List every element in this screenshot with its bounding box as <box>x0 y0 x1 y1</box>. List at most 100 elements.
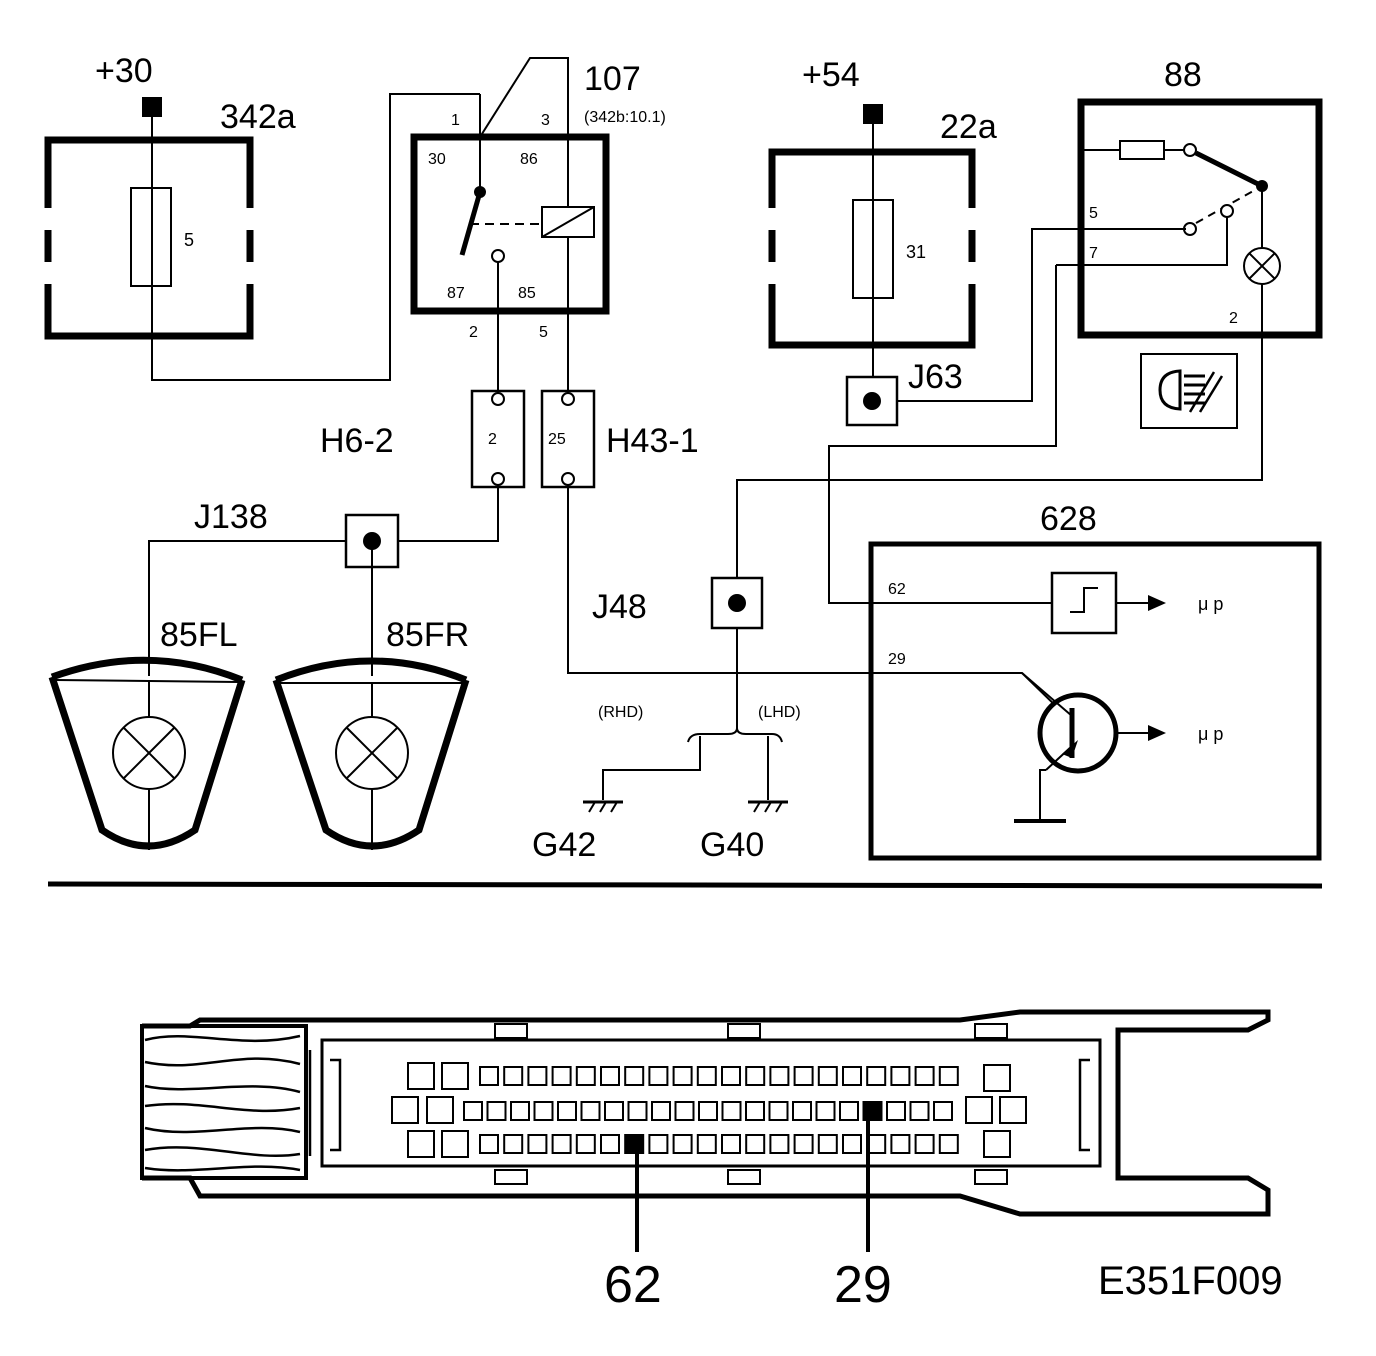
ecu-628: 628 62 29 μ p μ p <box>868 500 1322 861</box>
connector-pin <box>938 1134 959 1154</box>
connector-pin <box>721 1134 741 1154</box>
connector-pin <box>817 1066 838 1086</box>
connector-pin <box>698 1101 718 1121</box>
connector-pin <box>575 1134 596 1154</box>
connector-pin <box>426 1096 454 1124</box>
connector-pin <box>580 1101 601 1121</box>
terminal-54-label: +54 <box>802 56 860 94</box>
fuse-342a: +30 342a 5 <box>44 52 296 340</box>
relay-pin-86: 86 <box>520 151 538 168</box>
connector-h43-1-label: H43-1 <box>606 422 699 460</box>
connector-pin <box>938 1066 959 1086</box>
junction-j48: J48 <box>592 576 764 630</box>
relay-pin-5: 5 <box>539 324 548 341</box>
connector-pin <box>672 1134 693 1154</box>
figure-code: E351F009 <box>1098 1259 1283 1303</box>
connector-pin <box>745 1134 766 1154</box>
fuse-342a-number: 5 <box>184 230 194 250</box>
connector-pin <box>768 1101 789 1121</box>
connector-pin <box>674 1101 695 1121</box>
relay-107: 107 (342b:10.1) 1 3 30 86 87 85 2 5 <box>410 57 666 341</box>
fuse-22a: +54 22a 31 <box>768 56 997 349</box>
connector-pin <box>557 1101 577 1121</box>
connector-pin <box>839 1101 859 1121</box>
lamp-85fl-label: 85FL <box>160 616 238 654</box>
connector-pin <box>696 1066 717 1086</box>
lamp-85fr-label: 85FR <box>386 616 469 654</box>
lamp-85fl: 85FL <box>48 616 246 850</box>
connector-pin <box>503 1134 524 1154</box>
fuse-342a-label: 342a <box>220 98 296 136</box>
connector-pin <box>890 1134 911 1154</box>
connector-pin <box>866 1066 887 1086</box>
connector-h6-2-label: H6-2 <box>320 422 394 460</box>
connector-pin-29 <box>862 1101 883 1121</box>
ecu-pin-29: 29 <box>888 651 906 668</box>
connector-pin <box>842 1066 862 1086</box>
relay-pin-1: 1 <box>451 112 460 129</box>
connector-pin-62 <box>624 1134 645 1154</box>
connector-pin <box>648 1066 669 1086</box>
lhd-label: (LHD) <box>758 704 801 721</box>
lamp-85fr: 85FR <box>272 616 470 850</box>
fog-light-icon <box>1140 353 1238 429</box>
connector-pin <box>463 1101 483 1121</box>
connector-pin <box>721 1066 741 1086</box>
connector-pin <box>769 1134 790 1154</box>
connector-pin <box>575 1066 596 1086</box>
connector-pin <box>933 1101 953 1121</box>
rhd-label: (RHD) <box>598 704 643 721</box>
switch-88-label: 88 <box>1164 56 1202 94</box>
terminal-30-label: +30 <box>95 52 153 90</box>
connector-pin <box>648 1134 669 1154</box>
connector-pin <box>503 1066 524 1086</box>
connector-pin <box>407 1130 435 1158</box>
connector-pin <box>983 1064 1011 1092</box>
fuse-22a-label: 22a <box>940 108 997 146</box>
relay-pin-30: 30 <box>428 151 446 168</box>
connector-pin <box>890 1066 911 1086</box>
connector-pin <box>441 1130 469 1158</box>
connector-pin <box>651 1101 671 1121</box>
junction-j63-label: J63 <box>908 358 963 396</box>
junction-j138-label: J138 <box>194 498 268 536</box>
connector-pin <box>600 1134 620 1154</box>
connector-pin <box>842 1134 862 1154</box>
connector-pin <box>672 1066 693 1086</box>
connector-pin <box>817 1134 838 1154</box>
ecu-628-label: 628 <box>1040 500 1097 538</box>
connector-pin <box>914 1134 935 1154</box>
connector-pin <box>407 1062 435 1090</box>
junction-j138: J138 <box>194 498 400 569</box>
connector-pin <box>792 1101 812 1121</box>
connector-pin <box>769 1066 790 1086</box>
connector-pin <box>793 1134 814 1154</box>
ground-g42-label: G42 <box>532 826 596 864</box>
ecu-output-2: μ p <box>1198 724 1223 744</box>
connector-h6-2-pin: 2 <box>488 431 497 448</box>
fuse-22a-number: 31 <box>906 242 926 262</box>
connector-pin <box>510 1101 530 1121</box>
connector-pin <box>486 1101 507 1121</box>
connector-pin <box>533 1101 554 1121</box>
relay-pin-3: 3 <box>541 112 550 129</box>
relay-pin-2: 2 <box>469 324 478 341</box>
connector-h43-1: 25 H43-1 <box>540 389 699 489</box>
ecu-output-1: μ p <box>1198 594 1223 614</box>
ground-split: (RHD) (LHD) <box>598 704 801 800</box>
junction-j63: J63 <box>845 358 963 427</box>
connector-pin <box>745 1101 765 1121</box>
connector-pin <box>391 1096 419 1124</box>
connector-h6-2: 2 H6-2 <box>320 389 526 489</box>
connector-h43-1-pin: 25 <box>548 431 566 448</box>
switch-pin-5: 5 <box>1089 205 1098 222</box>
connector-pin <box>604 1101 624 1121</box>
connector-pin <box>527 1066 548 1086</box>
connector-pin <box>527 1134 548 1154</box>
ground-g42: G42 <box>532 800 623 864</box>
connector-pin <box>886 1101 906 1121</box>
connector-pin <box>551 1134 572 1154</box>
ground-g40: G40 <box>700 800 788 864</box>
connector-pin <box>441 1062 469 1090</box>
relay-pin-85: 85 <box>518 285 536 302</box>
